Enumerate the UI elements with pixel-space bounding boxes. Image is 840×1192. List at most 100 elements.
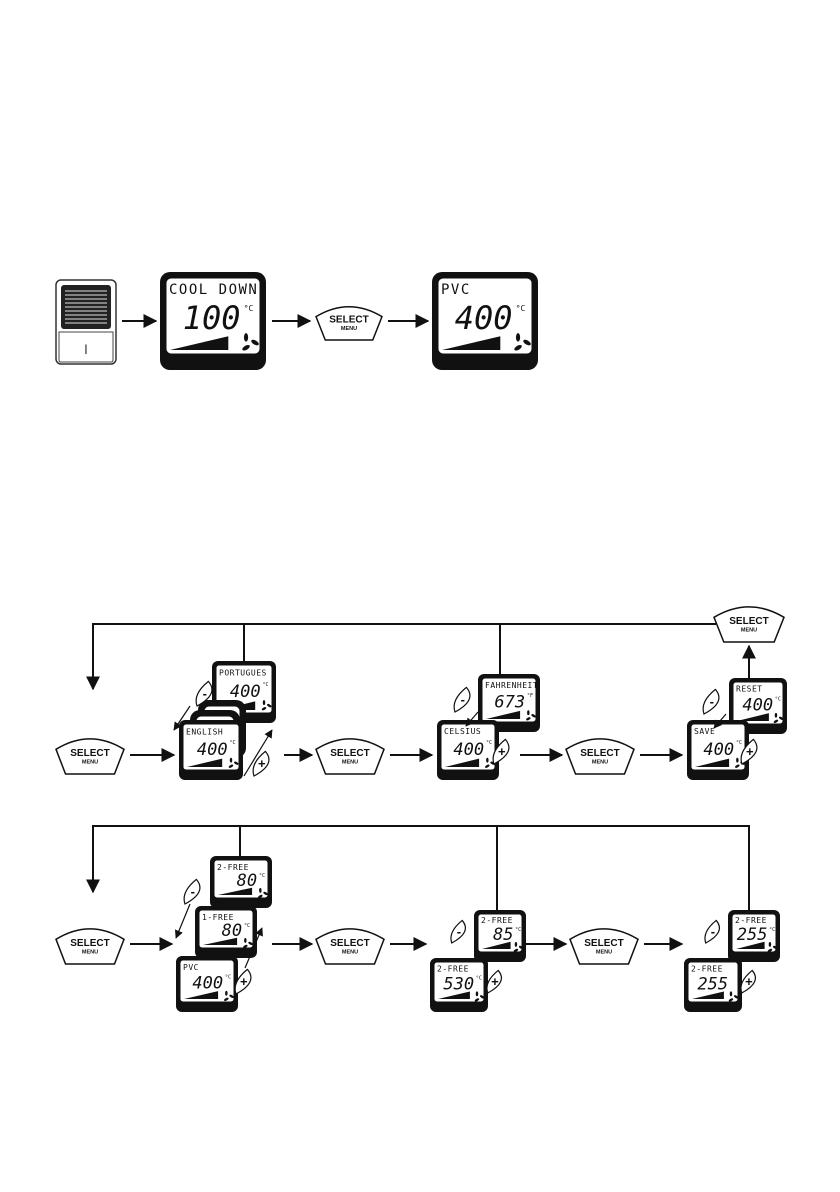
select-label: SELECT bbox=[729, 616, 768, 627]
temperature-bar-icon bbox=[438, 991, 470, 999]
menu-label: MENU bbox=[596, 949, 612, 955]
display-label: FAHRENHEIT bbox=[485, 681, 538, 690]
display-label: 2-FREE bbox=[735, 916, 767, 925]
program-loop-line bbox=[86, 825, 750, 912]
sign-label: - bbox=[203, 686, 207, 701]
display-value: 80 bbox=[222, 921, 242, 941]
plus-button-program[interactable]: + bbox=[234, 968, 252, 995]
sign-label: + bbox=[746, 744, 754, 759]
fan-icon bbox=[261, 700, 272, 711]
minus-button-icon bbox=[704, 919, 720, 944]
select-label: SELECT bbox=[330, 938, 369, 949]
plus-button-save[interactable]: + bbox=[740, 738, 758, 765]
sign-label: + bbox=[240, 974, 248, 989]
display-value: 255 bbox=[737, 925, 768, 945]
minus-button-fan[interactable]: - bbox=[704, 919, 720, 944]
minus-button-save[interactable]: - bbox=[702, 688, 720, 715]
plus-button-icon bbox=[252, 750, 270, 777]
display-label: 1-FREE bbox=[202, 913, 234, 922]
sign-label: - bbox=[461, 692, 465, 707]
fan-icon bbox=[242, 333, 259, 351]
menu-label: MENU bbox=[341, 326, 357, 332]
display-unit: °C bbox=[225, 974, 231, 980]
plus-button-temp[interactable]: + bbox=[486, 969, 502, 994]
select-label: SELECT bbox=[70, 938, 109, 949]
display-label: CELSIUS bbox=[444, 727, 481, 736]
fan-icon bbox=[767, 941, 778, 953]
plus-button-icon bbox=[486, 969, 502, 994]
sign-label: - bbox=[710, 694, 714, 709]
select-label: SELECT bbox=[330, 748, 369, 759]
sign-label: - bbox=[191, 884, 195, 899]
display-unit: °C bbox=[486, 740, 492, 746]
temperature-bar-icon bbox=[737, 713, 769, 721]
temperature-bar-icon bbox=[486, 710, 521, 719]
fan-icon bbox=[773, 712, 784, 723]
menu-label: MENU bbox=[82, 759, 98, 765]
plus-button-icon bbox=[740, 969, 756, 994]
display-label: COOL DOWN bbox=[169, 282, 258, 298]
display-unit: °C bbox=[259, 873, 265, 879]
plus-button-icon bbox=[740, 738, 758, 765]
display-value: 400 bbox=[230, 682, 261, 702]
fan-icon bbox=[474, 991, 485, 1002]
loop-return-line bbox=[86, 623, 716, 691]
display-value: 400 bbox=[192, 973, 223, 993]
plus-button-icon bbox=[234, 968, 252, 995]
plus-button-language[interactable]: + bbox=[252, 750, 270, 777]
fan-icon bbox=[224, 990, 234, 1001]
rocker-switch-icon bbox=[65, 290, 107, 324]
minus-button-unit[interactable]: - bbox=[453, 686, 471, 713]
minus-button-icon bbox=[702, 688, 720, 715]
plus-button-unit[interactable]: + bbox=[492, 738, 510, 765]
display-value: 100 bbox=[183, 299, 241, 337]
minus-button-temp[interactable]: - bbox=[450, 919, 466, 944]
display-celsius: CELSIUS 400°C bbox=[437, 720, 499, 780]
fan-icon bbox=[228, 757, 239, 768]
minus-button-language[interactable]: - bbox=[195, 680, 213, 707]
menu-label: MENU bbox=[342, 949, 358, 955]
fan-icon bbox=[258, 887, 268, 899]
menu-label: MENU bbox=[741, 627, 757, 633]
temperature-bar-icon bbox=[445, 758, 480, 767]
plus-button-fan[interactable]: + bbox=[740, 969, 756, 994]
display-unit: °F bbox=[527, 693, 533, 699]
power-switch[interactable]: I bbox=[55, 279, 117, 365]
select-label: SELECT bbox=[70, 748, 109, 759]
display-unit: °C bbox=[230, 740, 236, 746]
temperature-bar-icon bbox=[692, 991, 724, 999]
minus-button-icon bbox=[450, 919, 466, 944]
temperature-bar-icon bbox=[442, 336, 501, 350]
display-value: 400 bbox=[453, 740, 484, 760]
display-value: 673 bbox=[494, 693, 525, 713]
display-label: ENGLISH bbox=[186, 727, 223, 736]
select-label: SELECT bbox=[580, 748, 619, 759]
minus-button-program[interactable]: - bbox=[183, 878, 201, 905]
display-label: 2-FREE bbox=[481, 916, 513, 925]
display-value: 400 bbox=[455, 299, 513, 337]
menu-label: MENU bbox=[82, 949, 98, 955]
display-value: 400 bbox=[742, 695, 773, 715]
display-value: 255 bbox=[697, 974, 728, 994]
display-label: 2-FREE bbox=[217, 863, 249, 872]
display-label: RESET bbox=[736, 685, 763, 694]
temperature-bar-icon bbox=[170, 336, 229, 350]
